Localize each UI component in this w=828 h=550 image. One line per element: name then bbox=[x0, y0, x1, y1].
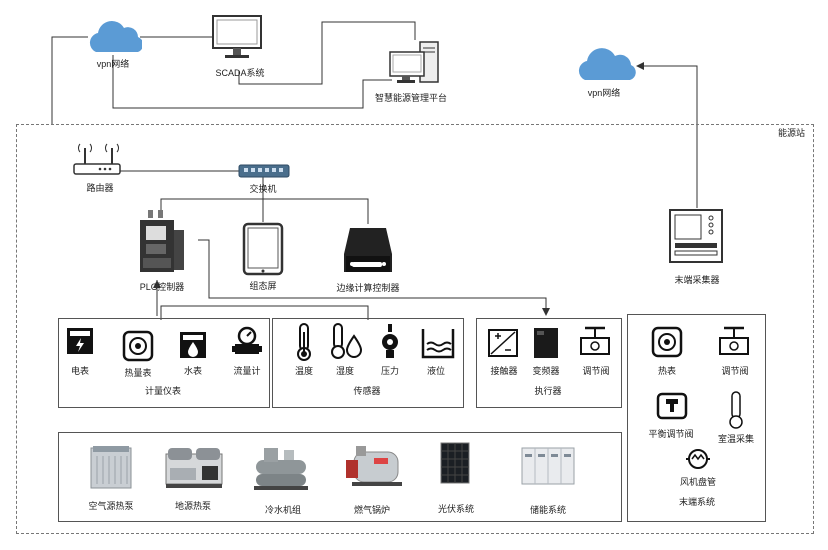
terminal-item-label: 平衡调节阀 bbox=[648, 429, 694, 439]
valve-icon bbox=[580, 326, 610, 355]
sensor-item-label: 湿度 bbox=[335, 366, 355, 376]
actuator-item-label: 调节阀 bbox=[582, 366, 610, 376]
sensor-item-label: 压力 bbox=[380, 366, 400, 376]
equipment-item-label: 空气源热泵 bbox=[88, 501, 134, 511]
station-label: 能源站 bbox=[778, 128, 806, 138]
terminal-system-title: 末端系统 bbox=[678, 497, 716, 507]
pressure-icon bbox=[382, 324, 398, 358]
heat-meter-icon bbox=[651, 326, 683, 358]
temperature-icon bbox=[297, 323, 311, 361]
terminal-item-label: 风机盘管 bbox=[679, 477, 717, 487]
platform-computer-icon bbox=[389, 41, 439, 83]
flow-meter-icon bbox=[232, 326, 262, 354]
vpn-right-label: vpn网络 bbox=[587, 88, 621, 98]
meters-title: 计量仪表 bbox=[144, 386, 182, 396]
platform-label: 智慧能源管理平台 bbox=[374, 93, 448, 103]
actuators-panel bbox=[476, 318, 622, 408]
terminal-collector-icon bbox=[669, 209, 723, 263]
terminal-system-panel bbox=[627, 314, 766, 522]
meter-item-label: 电表 bbox=[70, 366, 90, 376]
electric-meter-icon bbox=[67, 328, 93, 354]
terminal-item-label: 室温采集 bbox=[717, 434, 755, 444]
switch-label: 交换机 bbox=[249, 184, 277, 194]
router-icon bbox=[73, 143, 121, 175]
meter-item-label: 流量计 bbox=[233, 366, 261, 376]
touch-screen-icon bbox=[242, 222, 284, 276]
equipment-item-label: 冷水机组 bbox=[264, 505, 302, 515]
chiller-image bbox=[254, 448, 308, 490]
scada-monitor-icon bbox=[212, 15, 262, 58]
water-meter-icon bbox=[180, 332, 206, 358]
vfd-icon bbox=[534, 328, 558, 358]
equipment-item-label: 储能系统 bbox=[529, 505, 567, 515]
level-icon bbox=[421, 329, 455, 359]
cloud-icon bbox=[578, 48, 636, 80]
terminal-item-label: 热表 bbox=[657, 366, 677, 376]
room-temperature-icon bbox=[729, 391, 743, 429]
meters-panel bbox=[58, 318, 270, 408]
energy-station-area bbox=[16, 124, 814, 534]
equipment-item-label: 地源热泵 bbox=[174, 501, 212, 511]
router-label: 路由器 bbox=[86, 183, 114, 193]
equipment-panel bbox=[58, 432, 622, 522]
edge-label: 边缘计算控制器 bbox=[336, 283, 400, 293]
sensor-item-label: 液位 bbox=[426, 366, 446, 376]
fan-coil-icon bbox=[686, 449, 710, 469]
sensors-title: 传感器 bbox=[353, 386, 381, 396]
scada-label: SCADA系统 bbox=[215, 68, 265, 78]
actuator-item-label: 接触器 bbox=[490, 366, 518, 376]
energy-storage-image bbox=[521, 447, 575, 485]
sensors-panel bbox=[272, 318, 464, 408]
touch-screen-label: 组态屏 bbox=[249, 281, 277, 291]
humidity-icon bbox=[331, 323, 363, 359]
plc-controller-icon bbox=[140, 210, 184, 272]
equipment-item-label: 光伏系统 bbox=[437, 504, 475, 514]
switch-icon bbox=[238, 164, 290, 178]
air-source-heat-pump-image bbox=[90, 446, 132, 489]
actuators-title: 执行器 bbox=[534, 386, 562, 396]
terminal-item-label: 调节阀 bbox=[721, 366, 749, 376]
pv-panel-image bbox=[440, 442, 470, 484]
terminal-collector-label: 末端采集器 bbox=[674, 275, 720, 285]
gas-boiler-image bbox=[346, 446, 402, 486]
meter-item-label: 热量表 bbox=[124, 368, 152, 378]
actuator-item-label: 变频器 bbox=[532, 366, 560, 376]
valve-icon bbox=[719, 326, 749, 355]
equipment-item-label: 燃气锅炉 bbox=[353, 505, 391, 515]
plc-label: PLC控制器 bbox=[139, 282, 185, 292]
edge-controller-icon bbox=[344, 228, 392, 272]
balance-valve-icon bbox=[656, 392, 688, 420]
contactor-icon bbox=[488, 329, 518, 357]
meter-item-label: 水表 bbox=[183, 366, 203, 376]
cloud-icon bbox=[89, 20, 142, 52]
heat-meter-icon bbox=[122, 330, 154, 362]
vpn-left-label: vpn网络 bbox=[96, 59, 130, 69]
sensor-item-label: 温度 bbox=[294, 366, 314, 376]
ground-source-heat-pump-image bbox=[165, 448, 223, 488]
